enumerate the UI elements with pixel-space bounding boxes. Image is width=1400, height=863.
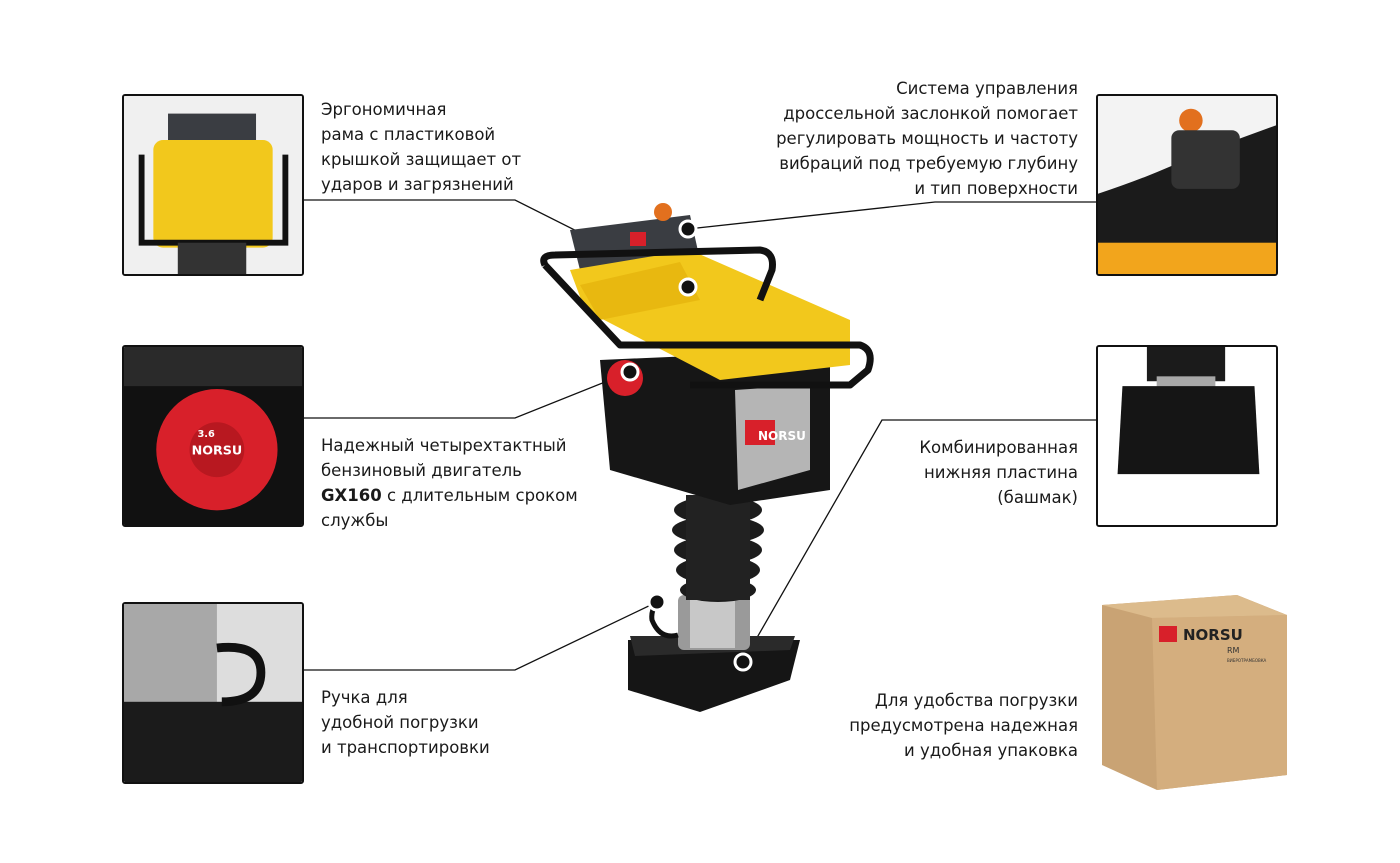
feature-text-throttle: Система управления дроссельной заслонкой… bbox=[776, 79, 1078, 198]
engine-text-part: Надежный четырехтактный бензиновый двига… bbox=[321, 436, 567, 480]
feature-text-package: Для удобства погрузки предусмотрена наде… bbox=[849, 691, 1078, 760]
callout-dot-plate bbox=[733, 652, 753, 672]
feature-text-handle: Ручка для удобной погрузки и транспортир… bbox=[321, 688, 490, 757]
photo-frame-throttle bbox=[1096, 94, 1278, 276]
package-subtitle: ВИБРОТРАМБОВКА bbox=[1227, 658, 1267, 663]
engine-power-label: 3.6 bbox=[197, 429, 215, 440]
package-model: RM bbox=[1227, 646, 1240, 655]
engine-brand-label: NORSU bbox=[192, 443, 243, 458]
photo-frame-handle bbox=[122, 602, 304, 784]
rammer-product-image: NORSU bbox=[540, 203, 874, 712]
engine-model: GX160 bbox=[321, 486, 382, 505]
package-brand: NORSU bbox=[1183, 626, 1243, 644]
photo-frame-plate bbox=[1096, 345, 1278, 527]
callout-dot-throttle bbox=[678, 219, 698, 239]
callout-dot-handle bbox=[647, 592, 667, 612]
photo-frame-cover bbox=[122, 94, 304, 276]
package-box-image: NORSU RM ВИБРОТРАМБОВКА bbox=[1097, 590, 1292, 790]
feature-text-frame: Эргономичная рама с пластиковой крышкой … bbox=[321, 100, 522, 194]
feature-text-engine: Надежный четырехтактный бензиновый двига… bbox=[321, 433, 578, 533]
machine-brand-label: NORSU bbox=[758, 429, 806, 443]
callout-dot-engine bbox=[620, 362, 640, 382]
callout-dot-frame bbox=[678, 277, 698, 297]
engine-text-part: с длительным сроком службы bbox=[321, 486, 578, 530]
feature-text-plate: Комбинированная нижняя пластина (башмак) bbox=[919, 438, 1078, 507]
